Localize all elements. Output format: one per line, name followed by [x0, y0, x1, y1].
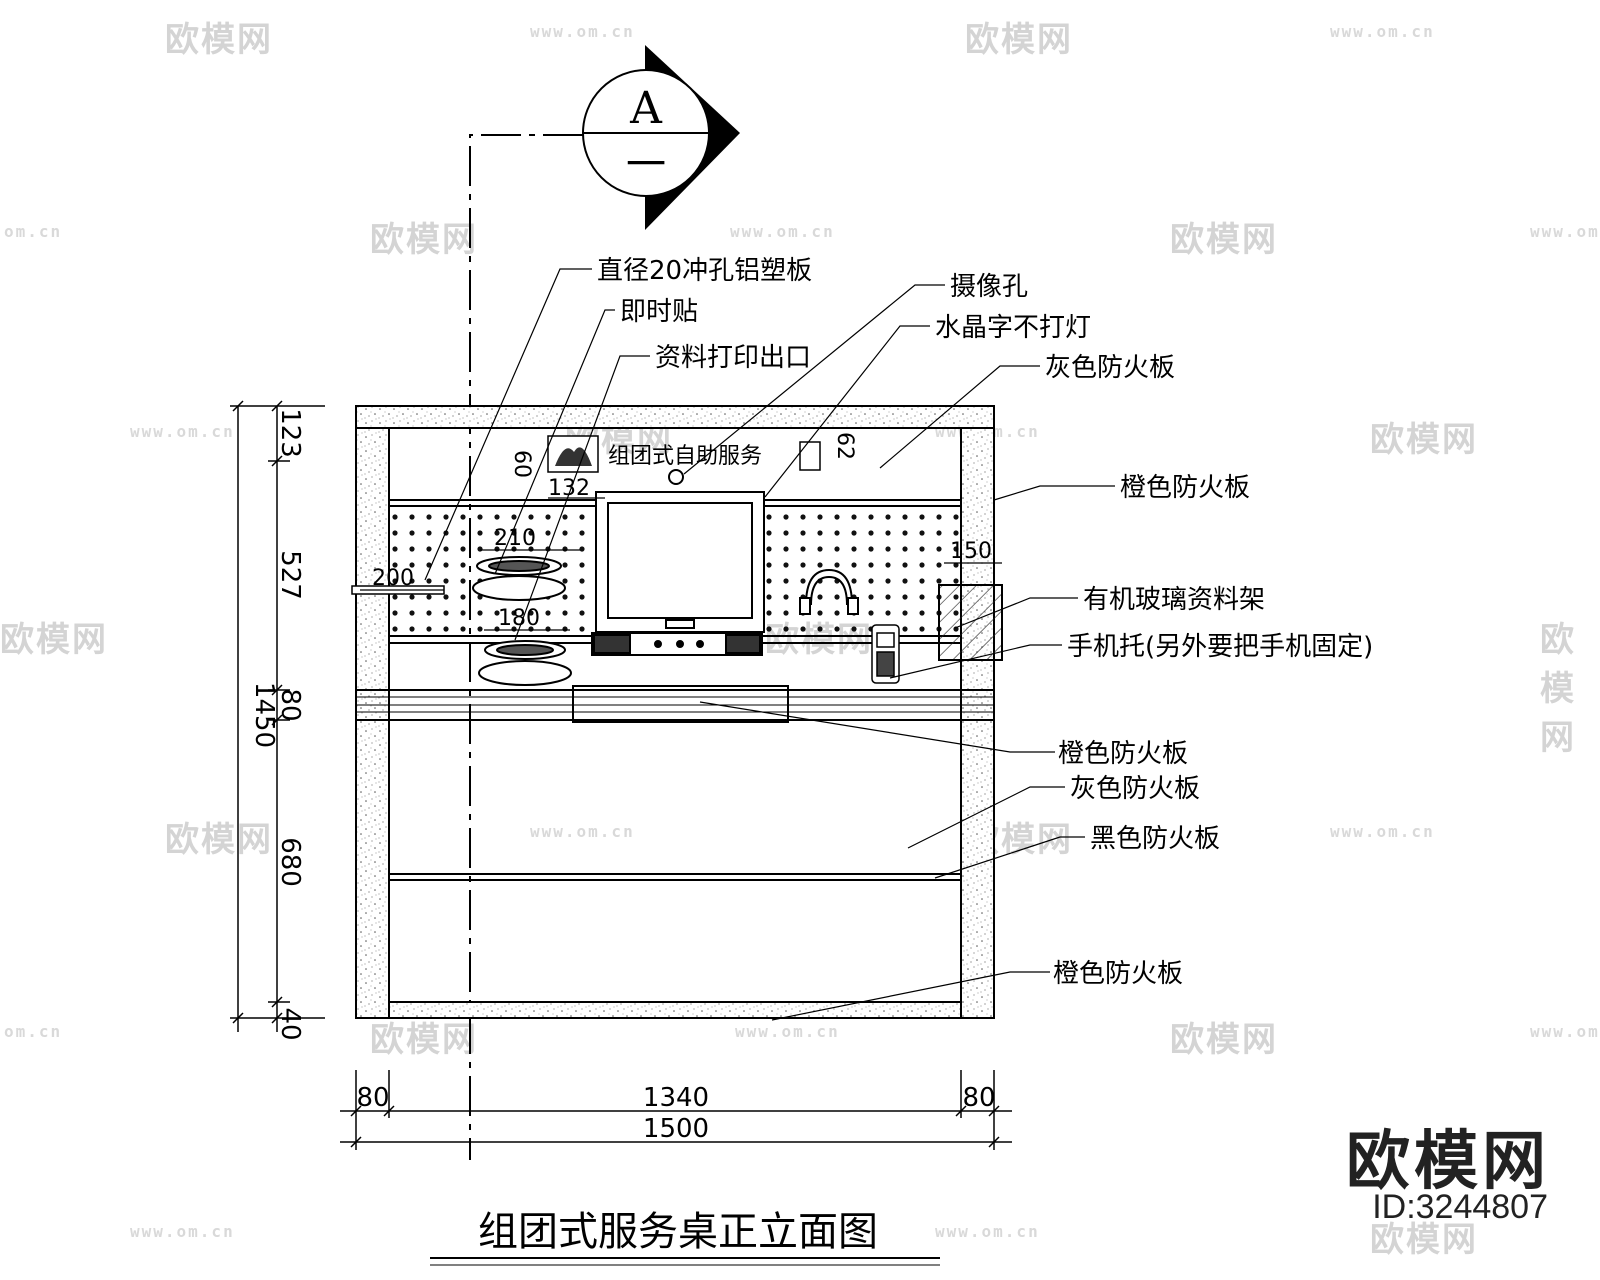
section-letter: A — [629, 83, 663, 134]
watermark-url: www.om.cn — [130, 1222, 235, 1241]
vertical-dimensions — [230, 400, 325, 1032]
dim-mid: 1340 — [643, 1083, 709, 1113]
drawing-title: 组团式服务桌正立面图 — [478, 1209, 878, 1255]
dim-top: 123 — [275, 408, 305, 458]
label-gray-board-lower: 灰色防火板 — [1070, 774, 1200, 804]
speaker-left-icon — [593, 634, 631, 654]
watermark-logo: 欧模网 — [165, 820, 273, 860]
watermark-logo: 欧模网 — [1170, 1020, 1278, 1060]
watermark-url: www.om.cn — [735, 1022, 840, 1041]
dim-total-height: 1450 — [249, 682, 279, 748]
monitor — [591, 491, 765, 656]
dim-total-width: 1500 — [643, 1114, 709, 1144]
print-outlet — [472, 556, 572, 686]
watermark-url: www.om.cn — [1330, 822, 1435, 841]
label-orange-board-desk: 橙色防火板 — [1058, 739, 1188, 769]
watermark-url: www.om.cn — [935, 1222, 1040, 1241]
label-camera-hole: 摄像孔 — [950, 272, 1028, 302]
dim-left: 80 — [356, 1083, 389, 1113]
horizontal-dimensions — [340, 1070, 1012, 1150]
watermark-url: www.om.cn — [1330, 22, 1435, 41]
watermark-logo: 欧模网 — [165, 20, 273, 60]
watermark-url: om.cn — [4, 222, 63, 241]
sign: 组团式自助服务 — [547, 435, 821, 473]
detail-dimension-lines — [360, 497, 1002, 631]
base-board — [388, 1001, 962, 1019]
right-side-board — [960, 427, 995, 1019]
dim-132: 132 — [548, 476, 590, 501]
watermark-logo: 欧模网 — [965, 20, 1073, 60]
label-crystal-text: 水晶字不打灯 — [935, 313, 1091, 343]
dim-150: 150 — [950, 539, 992, 564]
watermark-url: om.cn — [4, 1022, 63, 1041]
section-cut-line — [469, 134, 583, 1160]
section-number: 一 — [626, 142, 666, 188]
label-gray-board-top: 灰色防火板 — [1045, 353, 1175, 383]
watermark-url: www.om.cn — [1530, 222, 1600, 241]
brand-name: 欧模网 — [1346, 1125, 1550, 1199]
phone-icon — [871, 624, 900, 684]
watermark-url: www.om.cn — [530, 822, 635, 841]
dim-panel: 527 — [275, 550, 305, 600]
dim-210: 210 — [494, 526, 536, 551]
headphones-icon — [799, 568, 859, 615]
acrylic-rack — [938, 584, 1003, 661]
label-orange-board-side: 橙色防火板 — [1120, 473, 1250, 503]
watermark-logo: 欧模网 — [1370, 420, 1478, 460]
watermark-logo: 欧模网 — [0, 620, 108, 660]
watermark-url: www.om.cn — [130, 422, 235, 441]
dim-right: 80 — [962, 1083, 995, 1113]
dim-60: 60 — [509, 450, 534, 478]
sign-text: 组团式自助服务 — [608, 444, 762, 469]
dim-62: 62 — [832, 432, 857, 460]
camera-hole-icon — [668, 469, 684, 485]
label-sticky-notes: 即时贴 — [620, 297, 698, 327]
dim-180: 180 — [498, 606, 540, 631]
detail-dimensions: 132 60 62 210 200 180 150 — [372, 432, 992, 631]
watermark-logo: 欧模网 — [1370, 1220, 1478, 1260]
label-orange-board-base: 橙色防火板 — [1053, 959, 1183, 989]
watermark-url: www.om.cn — [1530, 1022, 1600, 1041]
keyboard-tray — [572, 685, 789, 723]
label-black-board: 黑色防火板 — [1090, 824, 1220, 854]
label-phone-holder: 手机托(另外要把手机固定) — [1067, 632, 1373, 662]
label-print-outlet: 资料打印出口 — [655, 343, 811, 373]
dim-lower: 680 — [275, 837, 305, 887]
watermark-logo: 欧模网 — [370, 1020, 478, 1060]
top-board — [355, 405, 995, 429]
watermark-logo: 欧模网 — [370, 220, 478, 260]
brand-id: ID:3244807 — [1372, 1188, 1548, 1226]
watermark-logo: 欧模网 — [1540, 620, 1576, 758]
dim-base: 40 — [275, 1007, 305, 1040]
left-side-board — [355, 427, 390, 1019]
leader-lines — [424, 268, 1115, 1021]
dim-desk: 80 — [275, 688, 305, 721]
speaker-right-icon — [725, 634, 761, 654]
watermark-url: www.om.cn — [530, 22, 635, 41]
section-marker: A 一 — [582, 45, 740, 230]
label-acrylic-rack: 有机玻璃资料架 — [1083, 585, 1265, 615]
dim-200: 200 — [372, 566, 414, 591]
watermark-logo: 欧模网 — [1170, 220, 1278, 260]
label-perforated-panel: 直径20冲孔铝塑板 — [597, 256, 812, 286]
watermark-url: www.om.cn — [730, 222, 835, 241]
